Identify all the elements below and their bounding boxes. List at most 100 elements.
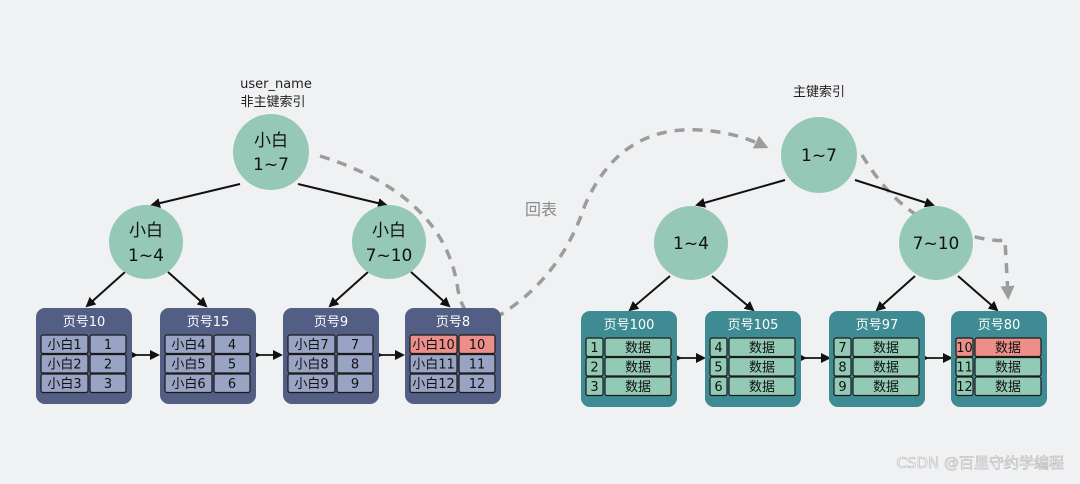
page-cell: 6 (228, 377, 236, 392)
edge-right-to-page8 (410, 271, 451, 308)
edge-root-to-right (297, 183, 388, 209)
page-cell: 7 (838, 341, 846, 356)
page-cell: 8 (351, 358, 359, 373)
page-cell: 数据 (625, 380, 651, 395)
page-cell: 2 (590, 361, 598, 376)
page-cell: 数据 (749, 361, 775, 376)
edge-pright-to-page97 (875, 275, 916, 312)
page-cell: 4 (228, 338, 236, 353)
right-page-0: 页号100 1 数据 2 数据 3 数据 (581, 311, 677, 407)
page-cell: 2 (104, 358, 112, 373)
page-cell: 11 (469, 358, 486, 373)
page-cell: 10 (956, 341, 973, 356)
page-cell: 4 (714, 341, 722, 356)
page-title: 页号97 (856, 318, 899, 333)
edge-proot-to-right (854, 179, 935, 208)
page-cell: 6 (714, 380, 722, 395)
svg-text:小白: 小白 (254, 131, 288, 151)
secondary-inner-node-left: 小白 1~4 (109, 205, 183, 279)
page-cell: 小白5 (171, 357, 205, 373)
page-cell: 12 (469, 377, 486, 392)
right-page-3: 页号80 10 数据 11 数据 12 数据 (951, 311, 1047, 407)
svg-text:小白: 小白 (129, 221, 163, 241)
page-cell: 数据 (873, 341, 899, 356)
edge-pleft-to-page100 (628, 275, 671, 312)
edge-right-to-page9 (328, 271, 369, 308)
page-cell: 小白9 (294, 376, 328, 392)
page-cell: 5 (228, 358, 236, 373)
page-cell: 9 (838, 380, 846, 395)
page-cell: 5 (714, 361, 722, 376)
page-cell: 小白7 (294, 337, 328, 353)
edge-left-to-page15 (167, 271, 208, 308)
watermark: CSDN @百里守约学编程 (896, 454, 1064, 472)
page-title: 页号100 (604, 318, 655, 333)
edge-root-to-left (150, 183, 241, 209)
left-page-1: 页号15 小白4 4 小白5 5 小白6 6 (160, 308, 256, 404)
page-cell: 小白10 (412, 337, 455, 353)
primary-inner-node-left: 1~4 (654, 206, 728, 280)
page-cell: 3 (590, 380, 598, 395)
page-cell: 小白4 (171, 337, 205, 353)
right-page-2: 页号97 7 数据 8 数据 9 数据 (829, 311, 925, 407)
secondary-root-node: 小白 1~7 (233, 114, 309, 190)
page-title: 页号15 (187, 315, 230, 330)
page-cell: 小白3 (47, 376, 81, 392)
page-cell: 数据 (995, 341, 1021, 356)
lookup-dashed-path-left (319, 154, 484, 325)
secondary-inner-node-right: 小白 7~10 (352, 205, 426, 279)
left-page-2: 页号9 小白7 7 小白8 8 小白9 9 (283, 308, 379, 404)
svg-text:小白: 小白 (372, 221, 406, 241)
page-title: 页号8 (436, 315, 470, 330)
svg-text:1~4: 1~4 (128, 246, 164, 266)
page-cell: 小白12 (412, 376, 455, 392)
primary-inner-node-right: 7~10 (899, 206, 973, 280)
page-cell: 数据 (995, 380, 1021, 395)
page-cell: 数据 (749, 341, 775, 356)
right-page-1: 页号105 4 数据 5 数据 6 数据 (705, 311, 801, 407)
leaf-links (128, 350, 953, 363)
lookup-dashed-path-cross (494, 127, 769, 320)
edge-proot-to-left (695, 179, 786, 208)
page-cell: 9 (351, 377, 359, 392)
svg-text:1~7: 1~7 (801, 146, 837, 166)
left-page-3: 页号8 小白10 10 小白11 11 小白12 12 (405, 308, 501, 404)
page-cell: 11 (956, 361, 973, 376)
secondary-index-title-line2: 非主键索引 (240, 95, 305, 110)
primary-root-node: 1~7 (781, 117, 857, 193)
edge-pleft-to-page105 (711, 275, 755, 312)
edge-left-to-page10 (85, 271, 126, 308)
page-cell: 12 (956, 380, 973, 395)
page-cell: 数据 (995, 361, 1021, 376)
page-cell: 小白1 (47, 337, 81, 353)
page-title: 页号9 (314, 315, 348, 330)
svg-text:7~10: 7~10 (913, 234, 960, 254)
page-cell: 7 (351, 338, 359, 353)
lookup-label: 回表 (525, 200, 557, 219)
svg-text:1~7: 1~7 (253, 155, 289, 175)
page-cell: 数据 (625, 341, 651, 356)
page-title: 页号10 (63, 315, 106, 330)
page-cell: 数据 (749, 380, 775, 395)
page-cell: 数据 (873, 380, 899, 395)
page-cell: 小白11 (412, 357, 455, 373)
page-cell: 3 (104, 377, 112, 392)
secondary-index-title-line1: user_name (240, 77, 312, 92)
page-cell: 1 (590, 341, 598, 356)
page-cell: 数据 (625, 361, 651, 376)
page-cell: 10 (469, 338, 486, 353)
page-cell: 8 (838, 361, 846, 376)
page-title: 页号105 (728, 318, 779, 333)
page-title: 页号80 (978, 318, 1021, 333)
svg-text:7~10: 7~10 (366, 246, 413, 266)
page-cell: 小白6 (171, 376, 205, 392)
page-cell: 小白2 (47, 357, 81, 373)
primary-index-title: 主键索引 (793, 85, 845, 100)
page-cell: 数据 (873, 361, 899, 376)
edge-pright-to-page80 (957, 275, 999, 312)
page-cell: 小白8 (294, 357, 328, 373)
